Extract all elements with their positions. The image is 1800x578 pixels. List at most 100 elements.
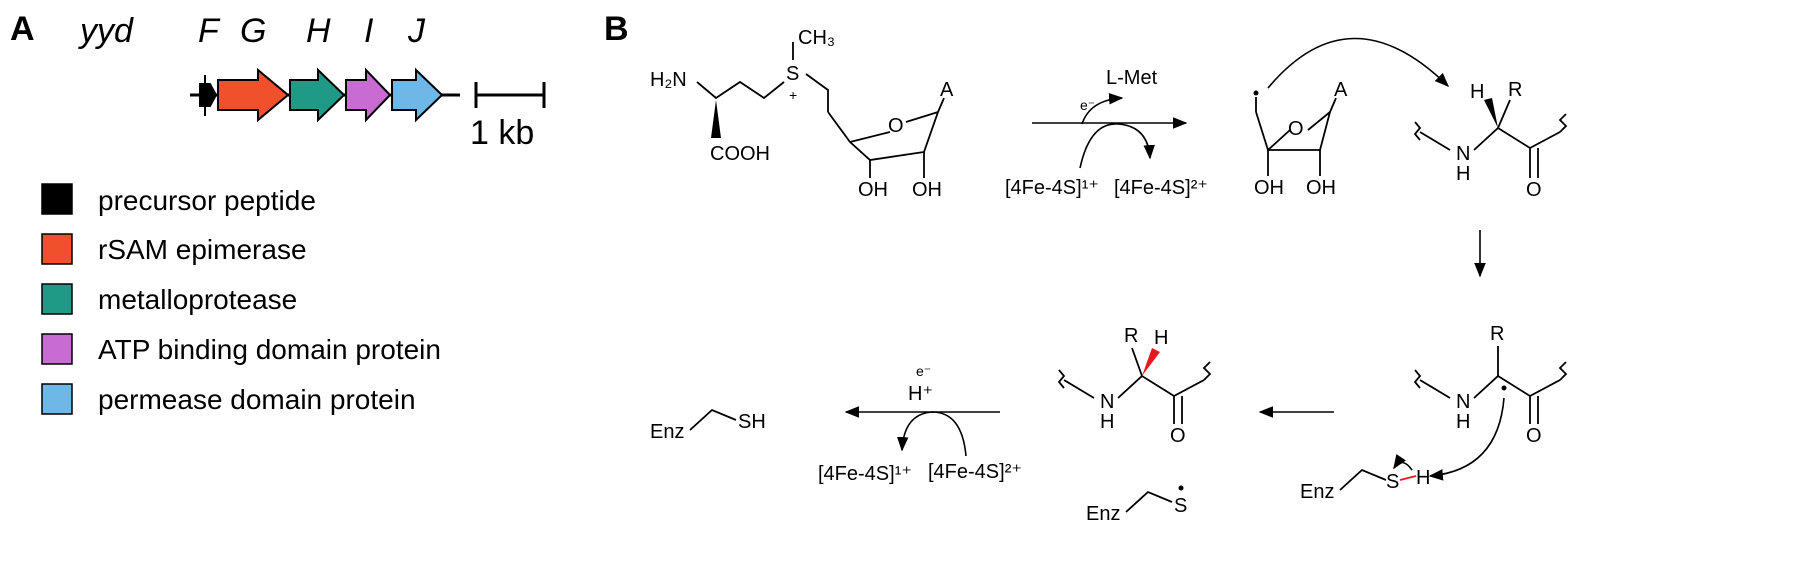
peptide-bottom-wedge-h <box>1142 348 1160 376</box>
sam-structure: H₂N COOH S + CH₃ O A OH OH <box>650 27 954 201</box>
sam-acid: COOH <box>710 143 770 165</box>
peptide-top-o: O <box>1526 179 1542 201</box>
peptide-epimerized: N H O R H <box>1057 325 1212 447</box>
radical-base: A <box>1334 79 1348 101</box>
radical-base-bond <box>1329 97 1337 113</box>
step1-met-curve <box>1081 93 1124 125</box>
legend-label-epimerase: rSAM epimerase <box>98 234 307 265</box>
hat2-small-arrow <box>1393 454 1413 471</box>
sam-oh-left: OH <box>858 179 888 201</box>
legend-swatch-atp-binding <box>41 333 73 365</box>
peptide-bottom-n-bond <box>1063 379 1095 399</box>
peptide-top-r: R <box>1508 79 1522 101</box>
thiyl-chain <box>1125 490 1173 513</box>
sam-methyl: CH₃ <box>798 27 835 49</box>
peptide-top-wavy-left <box>1413 121 1422 141</box>
legend-swatch-epimerase <box>41 233 73 265</box>
peptide-mid-nh-h: H <box>1456 411 1470 433</box>
step1-fes-right: [4Fe-4S]²⁺ <box>1114 177 1208 199</box>
peptide-bottom-h: H <box>1154 327 1168 349</box>
scale-bar: 1 kb <box>470 82 546 152</box>
peptide-mid-r: R <box>1490 323 1504 345</box>
sam-base: A <box>940 79 954 101</box>
step4-fes-right: [4Fe-4S]²⁺ <box>928 461 1022 483</box>
gene-f-arrow <box>199 83 218 107</box>
peptide-bottom-n: N <box>1100 391 1114 413</box>
peptide-bottom-o: O <box>1170 425 1186 447</box>
peptide-bottom-backbone <box>1117 374 1205 399</box>
step4-fes-curve <box>896 411 967 457</box>
hat2-curved-arrow <box>1428 397 1505 481</box>
sam-wedge-bond <box>711 100 721 138</box>
peptide-top-wedge-h <box>1484 98 1498 128</box>
product-sh: SH <box>738 411 766 433</box>
donor-s: S <box>1386 471 1399 493</box>
panel-b-label: B <box>604 10 629 48</box>
peptide-mid-radical-dot <box>1501 385 1507 391</box>
thiyl-enz: Enz <box>1086 503 1120 525</box>
legend-label-permease: permease domain protein <box>98 384 416 415</box>
thiyl-s: S <box>1174 495 1187 517</box>
step1-product: L-Met <box>1106 67 1158 89</box>
radical-dot <box>1253 90 1259 96</box>
operon-prefix: yyd <box>78 12 134 50</box>
operon-map <box>190 67 460 123</box>
step4-proton: H⁺ <box>908 383 933 405</box>
step4-reaction-arrow: e⁻ H⁺ [4Fe-4S]¹⁺ [4Fe-4S]²⁺ <box>818 363 1022 485</box>
panel-a-label: A <box>10 10 35 48</box>
radical-oh-right: OH <box>1306 177 1336 199</box>
sam-ch2-bond <box>805 73 829 112</box>
peptide-bottom-nh-h: H <box>1100 411 1114 433</box>
hat-curved-arrow <box>1267 37 1450 89</box>
legend: precursor peptide rSAM epimerase metallo… <box>41 183 441 415</box>
sam-base-bond <box>937 97 945 113</box>
legend-swatch-precursor <box>41 183 73 215</box>
peptide-radical: N H O R <box>1413 323 1568 447</box>
legend-label-precursor: precursor peptide <box>98 185 316 216</box>
gene-g-arrow <box>217 67 290 123</box>
gene-letter-h: H <box>306 12 331 50</box>
donor-chain <box>1339 468 1387 491</box>
enz-thiyl-radical: Enz S <box>1086 485 1187 525</box>
peptide-top-backbone <box>1473 126 1561 151</box>
step1-reaction-arrow: L-Met e⁻ [4Fe-4S]¹⁺ [4Fe-4S]²⁺ <box>1005 67 1208 199</box>
gene-i-arrow <box>345 67 392 123</box>
gene-letter-f: F <box>198 12 221 50</box>
product-chain <box>689 408 737 431</box>
peptide-mid-o: O <box>1526 425 1542 447</box>
peptide-mid-backbone <box>1473 374 1561 399</box>
donor-enz: Enz <box>1300 481 1334 503</box>
panel-a: A yyd F G H I J 1 kb precursor peptide r… <box>10 10 546 415</box>
peptide-mid-wavy-right <box>1558 361 1568 381</box>
sam-amine: H₂N <box>650 69 687 91</box>
sam-chain-bonds <box>696 80 785 100</box>
donor-sh-bond <box>1399 475 1417 481</box>
product-enz: Enz <box>650 421 684 443</box>
step1-fes-left: [4Fe-4S]¹⁺ <box>1005 177 1099 199</box>
step1-fes-curve <box>1079 123 1155 169</box>
donor-h: H <box>1416 467 1430 489</box>
peptide-top-n: N <box>1456 143 1470 165</box>
legend-swatch-metalloprotease <box>41 283 73 315</box>
gene-letter-i: I <box>364 12 374 50</box>
peptide-bottom-r: R <box>1124 325 1138 347</box>
sam-charge: + <box>789 87 797 103</box>
step4-electron: e⁻ <box>916 363 931 379</box>
gene-letter-j: J <box>407 12 426 50</box>
peptide-bottom-wavy-left <box>1057 369 1066 389</box>
peptide-bottom-r-bond <box>1131 347 1143 377</box>
panel-b: B H₂N COOH S + CH₃ O A OH OH L-Met e⁻ <box>604 10 1568 525</box>
gene-h-arrow <box>289 67 346 123</box>
peptide-top-nh-h: H <box>1456 163 1470 185</box>
deoxyadenosyl-radical: O A OH OH <box>1253 37 1450 199</box>
peptide-top-r-bond <box>1497 99 1511 129</box>
legend-label-atp-binding: ATP binding domain protein <box>98 334 441 365</box>
gene-j-arrow <box>391 67 444 123</box>
peptide-mid-wavy-left <box>1413 369 1422 389</box>
scale-bar-label: 1 kb <box>470 114 534 152</box>
legend-label-metalloprotease: metalloprotease <box>98 284 297 315</box>
peptide-top: N H O H R <box>1413 79 1568 201</box>
step4-fes-left: [4Fe-4S]¹⁺ <box>818 463 912 485</box>
